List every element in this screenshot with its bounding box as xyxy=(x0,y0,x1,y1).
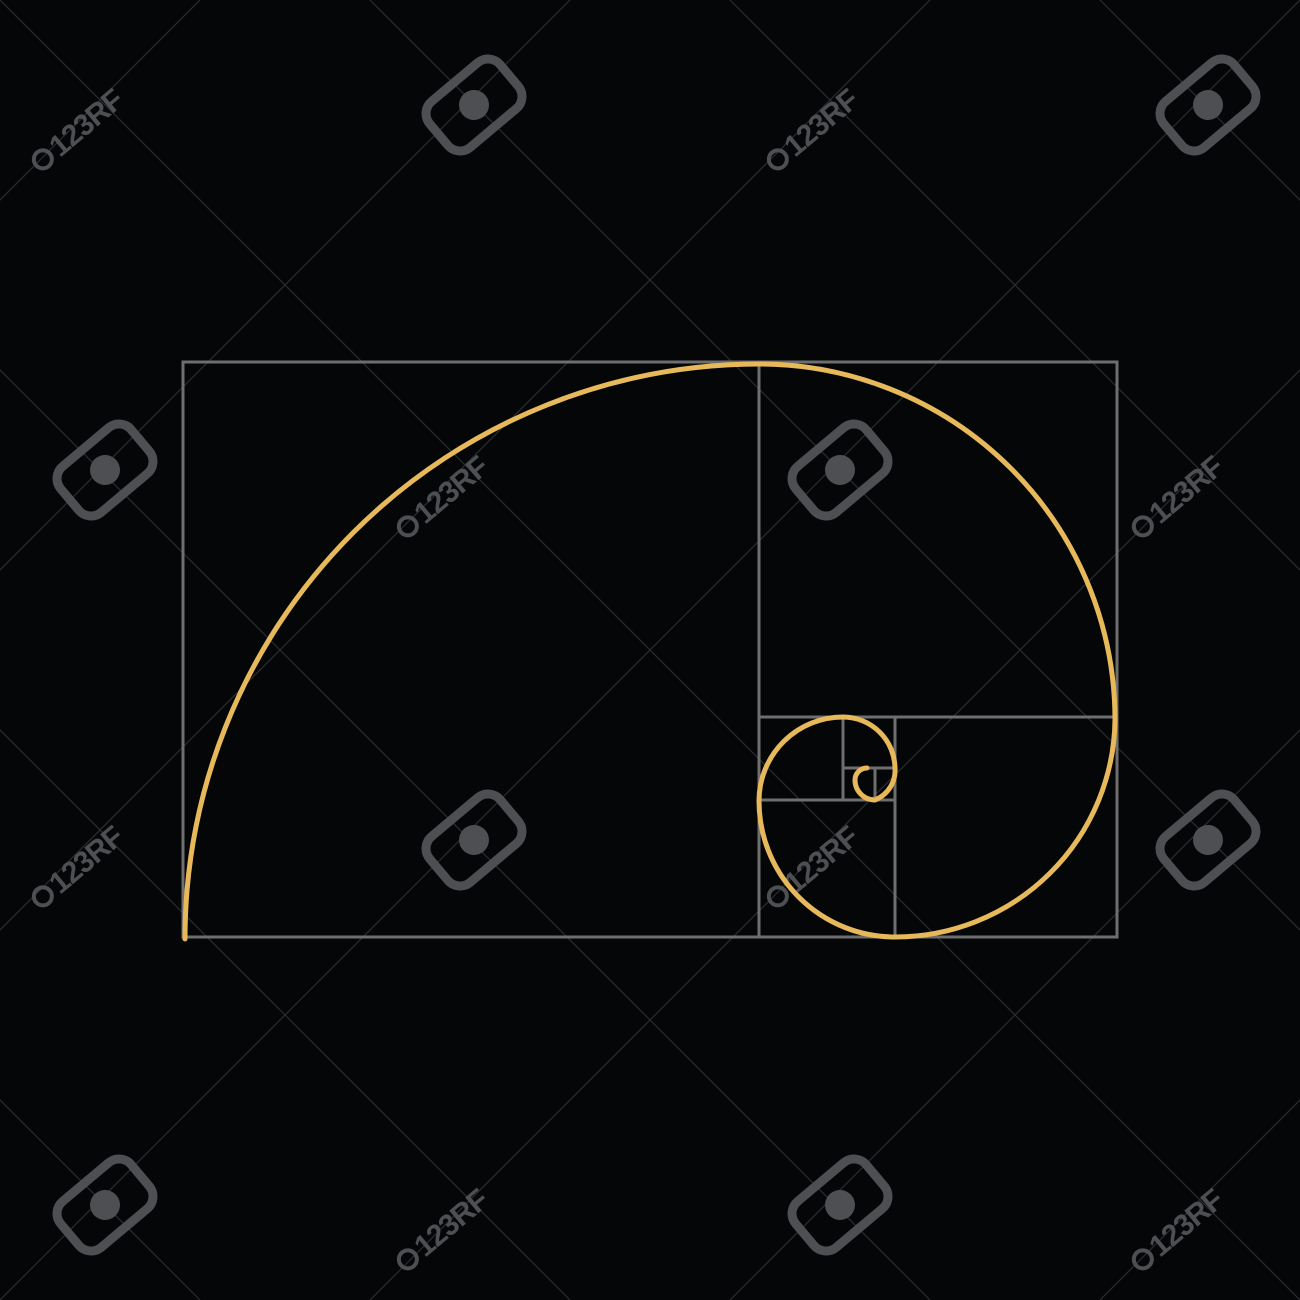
camera-icon xyxy=(1155,54,1261,156)
camera-icon xyxy=(1155,789,1261,891)
diagonal-line xyxy=(729,729,1300,1300)
diagonal-line xyxy=(0,0,571,571)
golden-spiral xyxy=(182,361,1118,942)
diagonal-line xyxy=(0,0,931,931)
camera-icon xyxy=(52,1154,158,1256)
camera-icon xyxy=(52,419,158,521)
diagonal-line xyxy=(369,369,1300,1300)
camera-icon xyxy=(421,789,527,891)
diagonal-line xyxy=(729,0,1300,571)
outer-golden-rectangle xyxy=(181,360,1119,939)
camera-icon xyxy=(421,54,527,156)
camera-icon xyxy=(787,1154,893,1256)
camera-icon xyxy=(787,419,893,521)
diagonal-line xyxy=(0,729,571,1300)
